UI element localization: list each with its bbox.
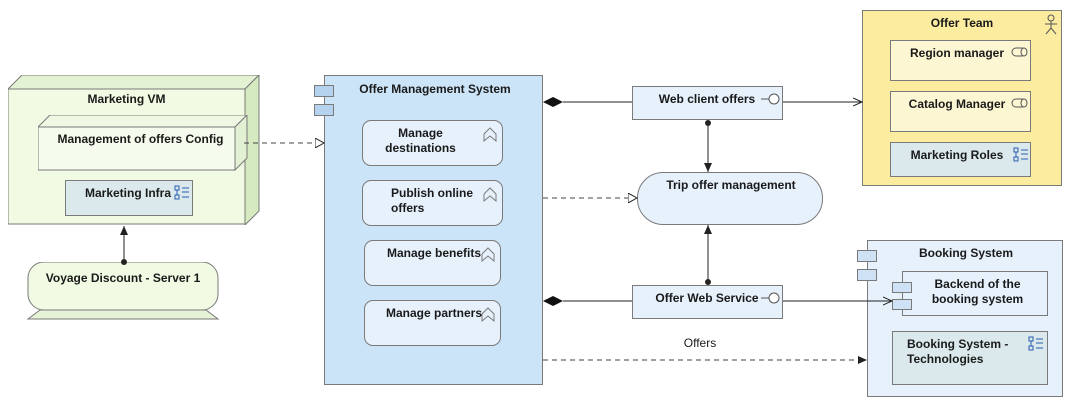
trip-offer-mgmt-label: Trip offer management: [666, 178, 796, 192]
function-icon: [481, 307, 495, 322]
component-tab-top-icon: [892, 282, 912, 293]
offers-flow-label: Offers: [683, 336, 717, 350]
component-tab-top-icon: [314, 85, 334, 97]
marketing-infra-label: Marketing Infra: [84, 186, 171, 200]
manage-benefits-label: Manage benefits: [386, 246, 482, 260]
role-icon: [1011, 47, 1028, 57]
component-tab-top-icon: [857, 250, 877, 262]
function-icon: [483, 127, 497, 142]
voyage-discount-device[interactable]: Voyage Discount - Server 1: [26, 262, 220, 320]
system-software-icon: [174, 185, 189, 200]
component-tab-bottom-icon: [892, 299, 912, 310]
system-software-icon: [1013, 147, 1028, 162]
publish-online-offers-label: Publish online offers: [391, 186, 474, 215]
marketing-vm-title: Marketing VM: [87, 92, 166, 106]
system-software-icon: [1028, 336, 1043, 351]
actor-icon: [1045, 14, 1057, 35]
offer-web-service-label: Offer Web Service: [655, 291, 759, 305]
mgmt-offers-config-node[interactable]: Management of offers Config: [38, 115, 248, 171]
composition-diamond: [543, 97, 563, 107]
region-manager-role[interactable]: Region manager: [890, 40, 1031, 81]
interface-icon: [761, 93, 780, 105]
function-icon: [483, 187, 497, 202]
publish-online-offers-function[interactable]: Publish online offers: [362, 180, 503, 226]
booking-tech-label: Booking System - Technologies: [907, 337, 1009, 366]
manage-partners-label: Manage partners: [385, 306, 483, 320]
composition-diamond: [543, 296, 563, 306]
marketing-roles-node[interactable]: Marketing Roles: [890, 142, 1031, 177]
marketing-roles-label: Marketing Roles: [910, 148, 1004, 162]
manage-destinations-function[interactable]: Manage destinations: [362, 120, 503, 166]
component-tab-bottom-icon: [857, 269, 877, 281]
function-icon: [481, 247, 495, 262]
web-client-offers-interface[interactable]: Web client offers: [632, 86, 783, 120]
marketing-infra-node[interactable]: Marketing Infra: [65, 180, 193, 216]
manage-partners-function[interactable]: Manage partners: [364, 300, 501, 346]
catalog-manager-label: Catalog Manager: [908, 97, 1006, 111]
backend-booking-component[interactable]: Backend of the booking system: [902, 271, 1048, 316]
offer-team-title: Offer Team: [930, 16, 994, 30]
booking-system-title: Booking System: [918, 246, 1014, 260]
region-manager-label: Region manager: [909, 46, 1005, 60]
manage-benefits-function[interactable]: Manage benefits: [364, 240, 501, 286]
interface-icon: [761, 292, 780, 304]
voyage-discount-label: Voyage Discount - Server 1: [45, 271, 201, 285]
booking-tech-node[interactable]: Booking System - Technologies: [892, 331, 1048, 385]
backend-booking-label: Backend of the booking system: [931, 277, 1024, 306]
web-client-offers-label: Web client offers: [658, 92, 756, 106]
trip-offer-mgmt-service[interactable]: Trip offer management: [637, 172, 823, 225]
role-icon: [1011, 98, 1028, 108]
component-tab-bottom-icon: [314, 104, 334, 116]
mgmt-offers-config-label: Management of offers Config: [57, 132, 224, 146]
manage-destinations-label: Manage destinations: [385, 126, 456, 155]
offer-web-service-interface[interactable]: Offer Web Service: [632, 285, 783, 319]
offer-mgmt-system-title: Offer Management System: [359, 82, 511, 96]
catalog-manager-role[interactable]: Catalog Manager: [890, 91, 1031, 132]
